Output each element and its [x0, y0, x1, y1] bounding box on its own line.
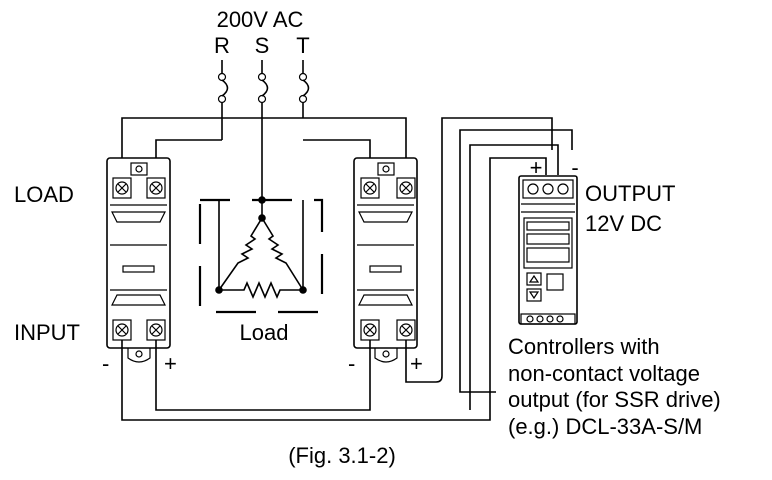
breaker-r	[217, 60, 229, 140]
ssr-left	[106, 157, 171, 363]
controller-caption-line4: (e.g.) DCL-33A-S/M	[508, 414, 702, 439]
ssr-right-plus-label: +	[410, 351, 423, 376]
controller-caption-line3: output (for SSR drive)	[508, 387, 721, 412]
control-wiring	[121, 117, 573, 421]
load-box	[198, 196, 324, 314]
controller-plus-label: +	[530, 155, 543, 180]
ssr-left-input-label: INPUT	[14, 320, 80, 345]
output-label-line2: 12V DC	[585, 211, 662, 236]
ssr-right	[353, 157, 418, 363]
ssr-left-minus-label: -	[102, 351, 109, 376]
output-label-line1: OUTPUT	[585, 181, 675, 206]
ssr-left-plus-label: +	[164, 351, 177, 376]
supply-voltage-label: 200V AC	[217, 7, 304, 32]
breaker-t	[298, 60, 310, 118]
controller-caption-line1: Controllers with	[508, 334, 660, 359]
ssr-right-minus-label: -	[348, 351, 355, 376]
controller-minus-label: -	[571, 155, 578, 180]
breaker-s	[257, 60, 269, 200]
controller-unit	[518, 175, 578, 325]
figure-caption: (Fig. 3.1-2)	[288, 443, 396, 468]
phase-label-t: T	[296, 33, 309, 58]
phase-label-s: S	[255, 33, 270, 58]
controller-caption-line2: non-contact voltage	[508, 361, 700, 386]
load-label: Load	[240, 320, 289, 345]
phase-label-r: R	[214, 33, 230, 58]
ssr-left-load-label: LOAD	[14, 182, 74, 207]
